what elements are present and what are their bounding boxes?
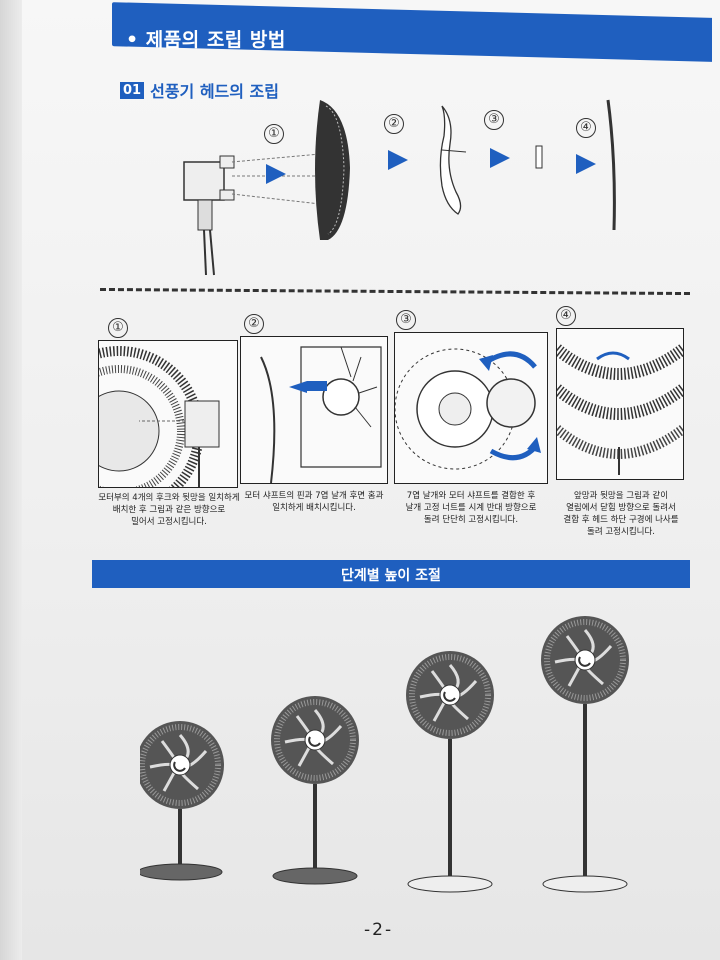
blade-nut-tightening-illustration — [395, 348, 541, 470]
detail-panel-4 — [556, 328, 684, 480]
top-step-2-number: ② — [384, 114, 404, 134]
arrow-icon — [388, 150, 408, 170]
top-step-1-number: ① — [264, 124, 284, 144]
detail-panel-1 — [98, 340, 238, 488]
arrow-icon — [490, 148, 510, 168]
fan-heights-illustration — [140, 610, 640, 893]
fan-high-height — [541, 616, 629, 893]
fan-mid-low-height — [271, 696, 359, 885]
section-number: 01 — [120, 81, 145, 99]
front-guard-closing-illustration — [557, 344, 683, 475]
fan-low-height — [140, 721, 224, 881]
rear-guard-hooks-illustration — [99, 346, 220, 487]
blade-drawing — [439, 105, 467, 215]
section-title: 선풍기 헤드의 조립 — [150, 82, 279, 101]
page-number: -2- — [364, 920, 394, 940]
top-step-4-number: ④ — [576, 118, 596, 138]
fan-head-exploded-diagram — [183, 99, 616, 276]
front-guard-drawing — [606, 99, 616, 231]
height-adjust-banner: 단계별 높이 조절 — [92, 560, 690, 588]
detail-step-4-number: ④ — [556, 306, 576, 326]
detail-caption-1: 모터부의 4개의 후크와 뒷망을 일치하게 배치한 후 그림과 같은 방향으로 … — [98, 493, 240, 527]
detail-step-2-number: ② — [244, 314, 264, 334]
page-edge-shadow — [0, 0, 22, 960]
arrow-icon — [576, 154, 596, 174]
section-divider — [99, 287, 691, 296]
page-title: • 제품의 조립 방법 — [126, 29, 286, 51]
detail-caption-4: 앞망과 뒷망을 그림과 같이 열림에서 닫힘 방향으로 돌려서 결합 후 헤드 … — [563, 491, 679, 537]
top-step-3-number: ③ — [484, 110, 504, 130]
rear-guard-drawing — [315, 100, 350, 240]
detail-caption-2: 모터 샤프트의 핀과 7엽 날개 후면 홈과 일치하게 배치시킵니다. — [244, 491, 384, 513]
blade-pin-alignment-illustration — [260, 346, 382, 483]
detail-step-1-number: ① — [108, 318, 128, 338]
motor-housing-drawing — [183, 153, 321, 276]
detail-panel-3 — [394, 332, 548, 484]
detail-step-3-number: ③ — [396, 310, 416, 330]
fan-mid-high-height — [406, 651, 494, 893]
detail-caption-3: 7엽 날개와 모터 샤프트를 결합한 후 날개 고정 너트를 시계 반대 방향으… — [405, 491, 537, 525]
nut-drawing — [535, 145, 543, 169]
section-heading-fan-head: 01 선풍기 헤드의 조립 — [120, 78, 279, 102]
height-adjust-title: 단계별 높이 조절 — [341, 568, 441, 584]
arrow-icon — [266, 164, 286, 184]
detail-panel-2 — [240, 336, 388, 484]
